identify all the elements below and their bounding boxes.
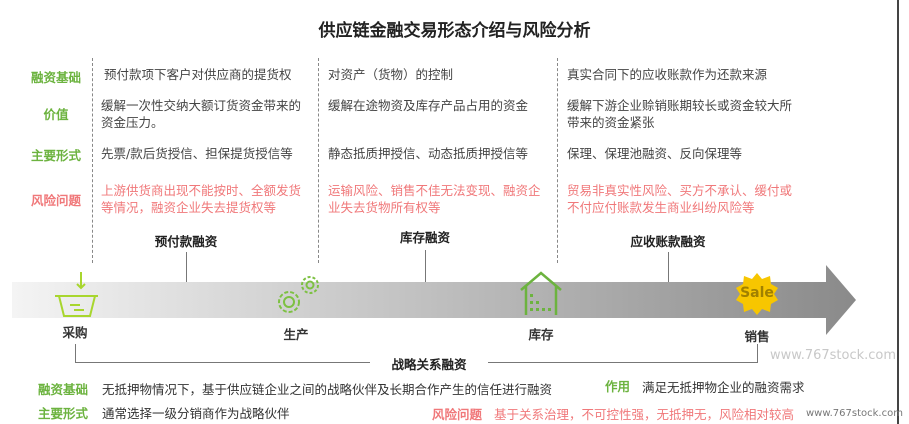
cell-receivable-form: 保理、保理池融资、反向保理等 (567, 146, 743, 161)
strategic-basis: 无抵押物情况下，基于供应链企业之间的战略伙伴及长期合作产生的信任进行融资 (102, 382, 553, 397)
row-label-basis: 融资基础 (30, 70, 81, 85)
watermark: www.767stock.com (770, 348, 897, 363)
strategic-form-label: 主要形式 (38, 406, 89, 421)
row-label-form: 主要形式 (30, 148, 81, 163)
strategic-form: 通常选择一级分销商作为战略伙伴 (102, 406, 290, 421)
strategic-basis-label: 融资基础 (38, 382, 89, 397)
connector (186, 252, 187, 283)
cell-receivable-basis: 真实合同下的应收账款作为还款来源 (567, 67, 768, 82)
node-inventory: 库存 (528, 327, 554, 342)
stage-prepay-financing: 预付款融资 (154, 234, 218, 249)
basket-icon (55, 272, 98, 317)
node-sales: 销售 (744, 329, 770, 344)
divider (92, 58, 93, 263)
warehouse-icon (520, 271, 562, 315)
strategic-effect-label: 作用 (605, 379, 631, 394)
divider (557, 58, 558, 263)
cell-inventory-basis: 对资产（货物）的控制 (328, 67, 454, 82)
strategic-risk: 基于关系治理，不可控性强，无抵押无，风险相对较高 (494, 407, 795, 422)
node-production: 生产 (283, 327, 309, 342)
connector (425, 250, 426, 283)
stage-inventory-financing: 库存融资 (399, 230, 451, 245)
sale-badge-icon: Sale (735, 272, 779, 316)
strategic-risk-label: 风险问题 (432, 407, 483, 422)
cell-prepay-risk: 上游供货商出现不能按时、全额发货等情况，融资企业失去提货权等 (101, 183, 302, 215)
row-label-risk: 风险问题 (30, 193, 81, 208)
cell-prepay-value: 缓解一次性交纳大额订货资金带来的资金压力。 (101, 98, 302, 130)
cell-inventory-value: 缓解在途物资及库存产品占用的资金 (328, 98, 529, 113)
cell-receivable-value: 缓解下游企业赊销账期较长或资金较大所带来的资金紧张 (567, 98, 793, 130)
watermark-small: www.767stock.com (806, 408, 903, 419)
cell-inventory-risk: 运输风险、销售不佳无法变现、融资企业失去货物所有权等 (328, 183, 541, 215)
divider (318, 58, 319, 263)
page-title: 供应链金融交易形态介绍与风险分析 (318, 21, 591, 41)
sale-badge-text: Sale (740, 285, 774, 301)
cell-inventory-form: 静态抵质押授信、动态抵质押授信等 (328, 146, 529, 161)
gears-icon (278, 276, 319, 313)
cell-prepay-form: 先票/款后货授信、担保提货授信等 (101, 146, 293, 161)
connector (668, 252, 669, 283)
strategic-effect: 满足无抵押物企业的融资需求 (642, 380, 805, 395)
stage-receivable-financing: 应收账款融资 (630, 234, 706, 249)
cell-receivable-risk: 贸易非真实性风险、买方不承认、缓付或不付应付账款发生商业纠纷风险等 (567, 183, 793, 215)
process-arrow (12, 265, 856, 335)
row-label-value: 价值 (43, 107, 69, 122)
node-purchase: 采购 (62, 325, 88, 340)
cell-prepay-basis: 预付款项下客户对供应商的提货权 (104, 67, 292, 82)
strategic-title: 战略关系融资 (370, 354, 488, 373)
right-border (897, 0, 899, 424)
